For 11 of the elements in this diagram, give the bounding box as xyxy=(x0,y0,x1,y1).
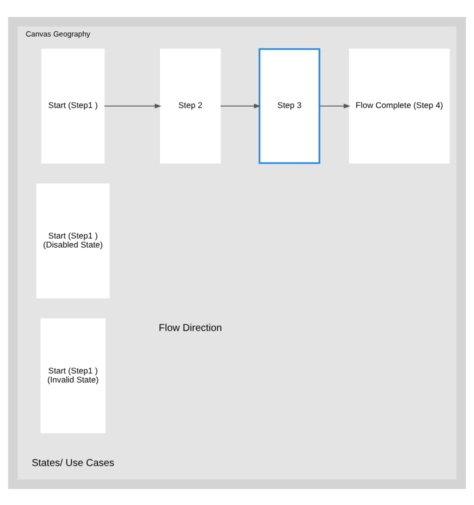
node-box: Flow Complete (Step 4) xyxy=(348,48,450,163)
node-box: Start (Step1 ) (Invalid State) xyxy=(40,318,106,433)
label: States/ Use Cases xyxy=(32,457,114,468)
node-box: Step 3 xyxy=(258,48,320,164)
arrow xyxy=(220,103,261,108)
node-box: Step 2 xyxy=(160,48,221,163)
node-box: Start (Step1 ) (Disabled State) xyxy=(36,183,110,298)
label: Flow Direction xyxy=(158,322,222,334)
arrow xyxy=(319,103,350,108)
arrow xyxy=(104,103,162,108)
node-box: Start (Step1 ) xyxy=(41,48,105,163)
